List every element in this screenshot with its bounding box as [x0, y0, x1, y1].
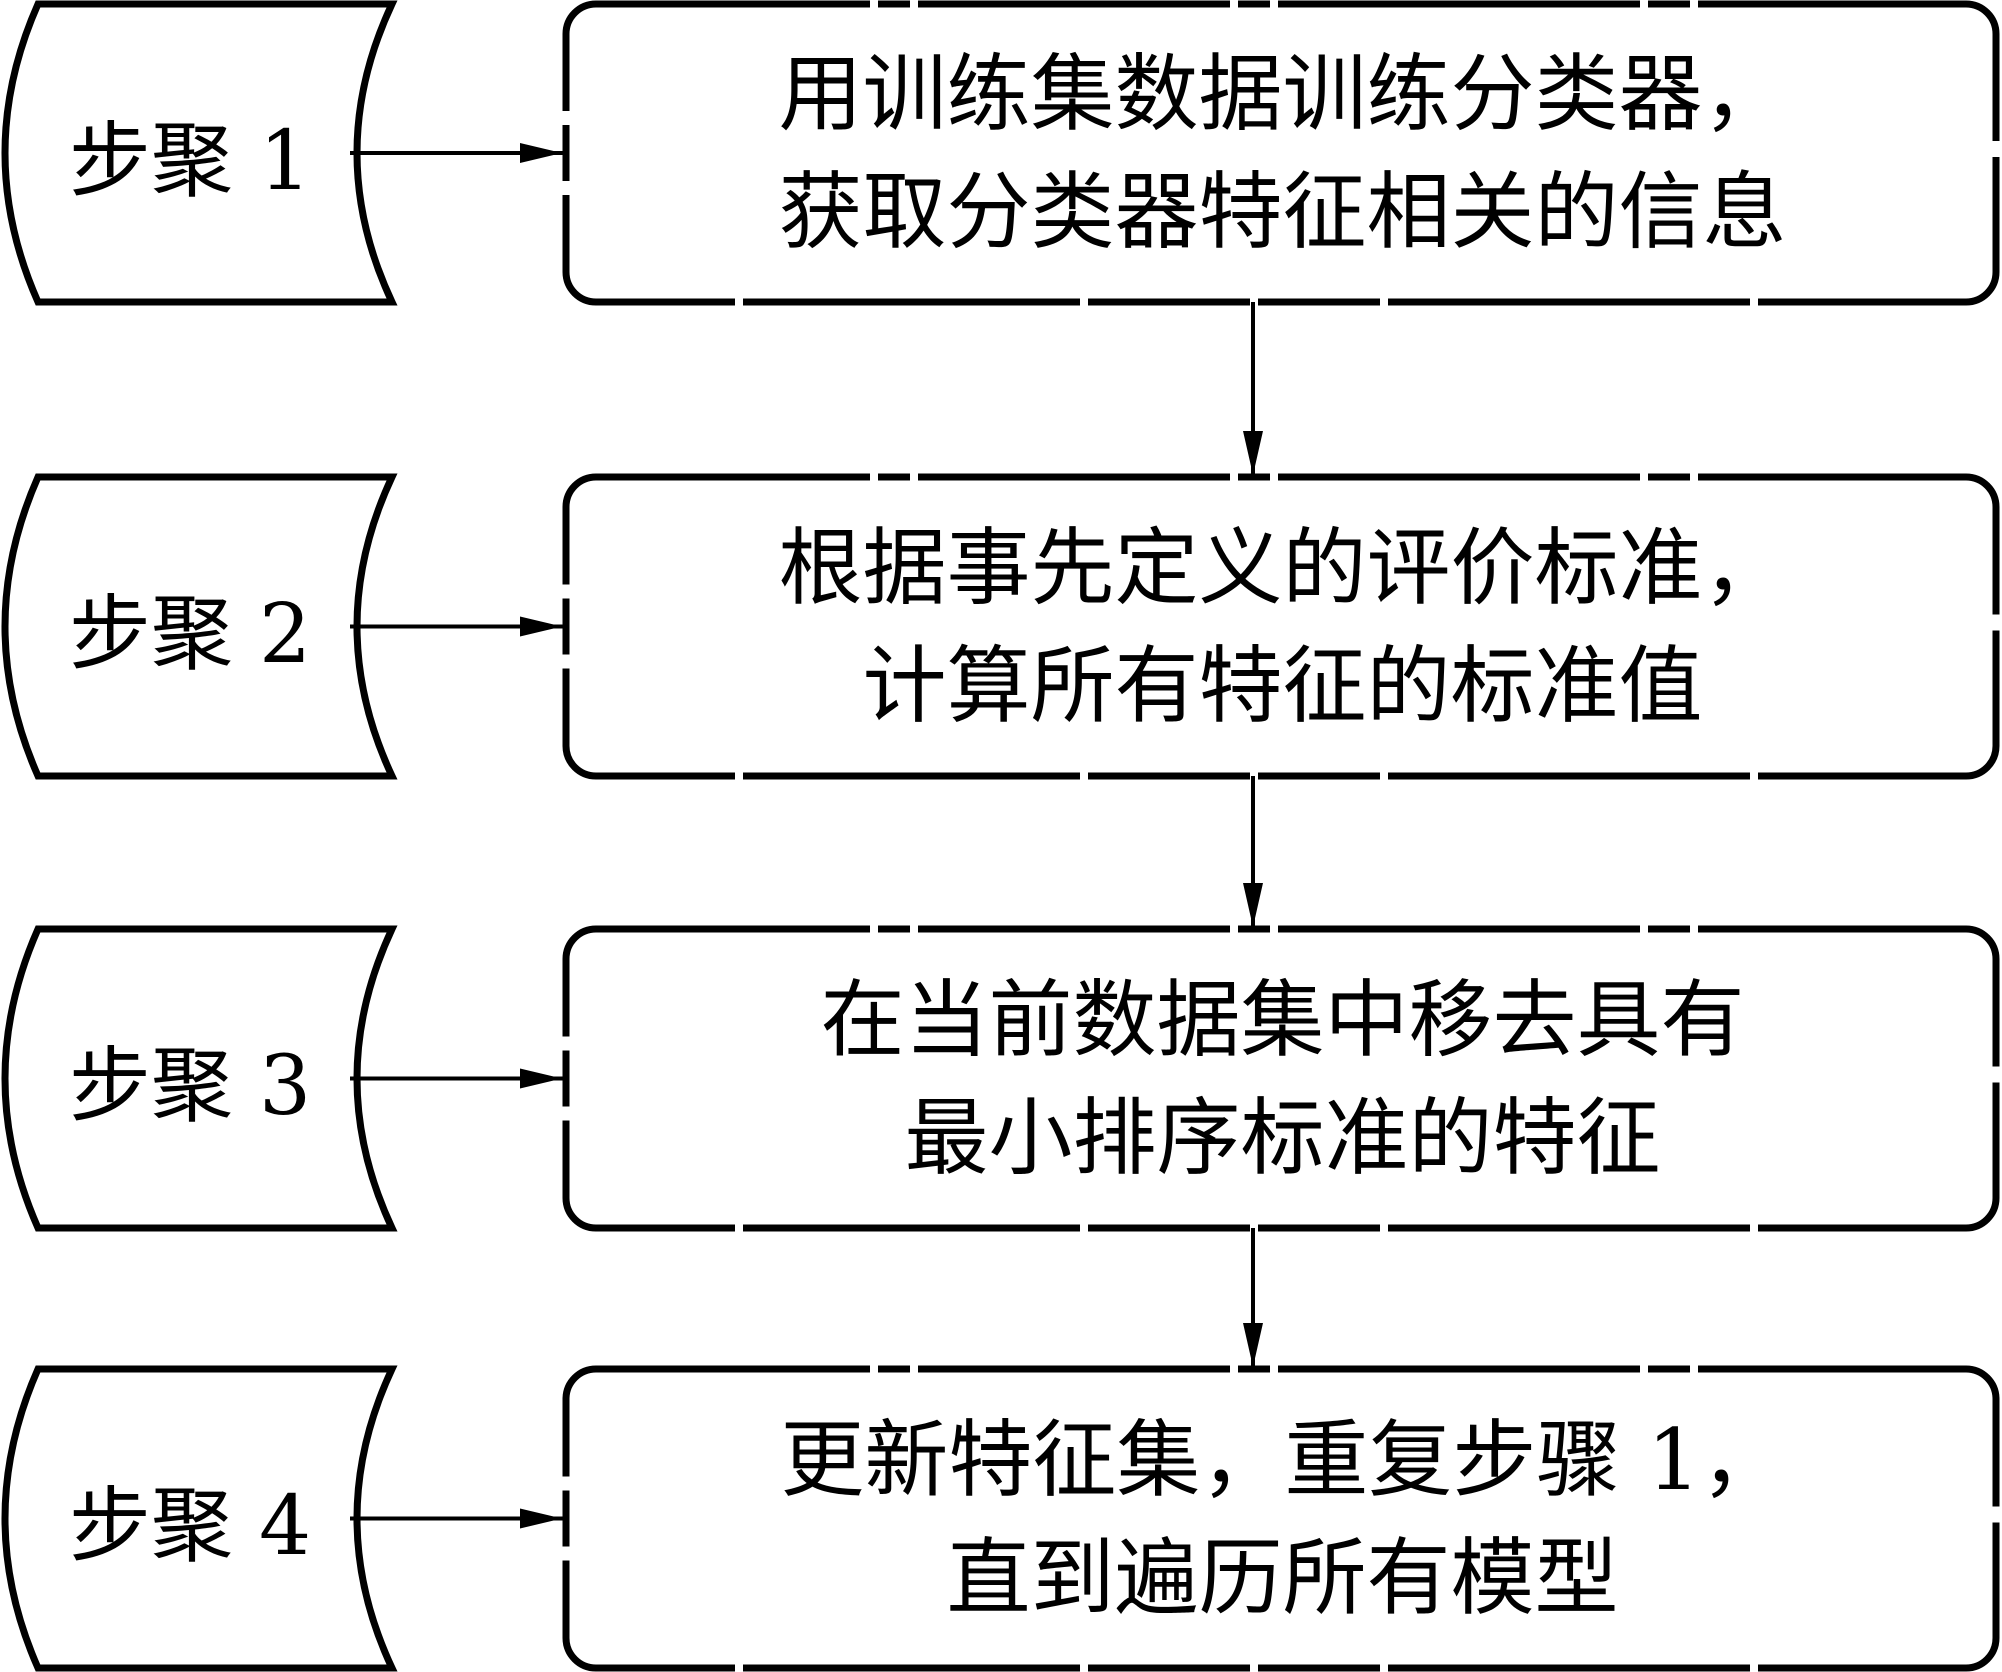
border-gap-2-4	[1640, 472, 1648, 482]
process-1-line-2: 获取分类器特征相关的信息	[778, 163, 1787, 261]
step-2-label: 步聚 2	[68, 587, 312, 682]
border-gap-2-5	[1690, 472, 1698, 482]
process-2-line-1: 根据事先定义的评价标准，	[778, 518, 1787, 617]
process-3-line-2: 最小排序标准的特征	[904, 1088, 1661, 1187]
border-gap-3-6	[735, 1223, 743, 1233]
border-gap-left-b-3	[561, 1106, 571, 1121]
step-4-label: 步聚 4	[68, 1479, 312, 1574]
process-1-text: 用训练集数据训练分类器， 获取分类器特征相关的信息	[570, 4, 1995, 302]
border-gap-4-4	[1640, 1364, 1648, 1374]
border-gap-1-6	[735, 297, 743, 307]
border-gap-4-2	[1230, 1364, 1238, 1374]
arrowhead-down-1	[1243, 431, 1263, 475]
border-gap-2-2	[1230, 472, 1238, 482]
border-gap-2-0	[870, 472, 878, 482]
process-4-line-2: 直到遍历所有模型	[946, 1528, 1619, 1627]
process-3-text: 在当前数据集中移去具有最小排序标准的特征	[570, 929, 1995, 1228]
border-gap-2-10	[1750, 771, 1758, 781]
border-gap-left-a-3	[561, 1036, 571, 1051]
border-gap-3-2	[1230, 924, 1238, 934]
border-gap-4-9	[1380, 1663, 1388, 1672]
border-gap-1-7	[1080, 297, 1088, 307]
border-gap-left-a-2	[561, 584, 571, 599]
border-gap-4-5	[1690, 1364, 1698, 1374]
border-gap-3-1	[910, 924, 918, 934]
border-gap-3-7	[1080, 1223, 1088, 1233]
border-gap-right-1	[1991, 141, 2001, 157]
process-2-text: 根据事先定义的评价标准， 计算所有特征的标准值	[570, 477, 1995, 776]
border-gap-4-0	[870, 1364, 878, 1374]
arrowhead-down-3	[1243, 1323, 1263, 1367]
border-gap-4-7	[1080, 1663, 1088, 1672]
border-gap-2-7	[1080, 771, 1088, 781]
border-gap-4-3	[1270, 1364, 1278, 1374]
border-gap-1-5	[1690, 0, 1698, 9]
border-gap-2-9	[1380, 771, 1388, 781]
border-gap-right-2	[1991, 614, 2001, 631]
border-gap-4-8	[1250, 1663, 1258, 1672]
process-4-text: 更新特征集，重复步骤 1， 直到遍历所有模型	[570, 1369, 1995, 1668]
border-gap-3-0	[870, 924, 878, 934]
border-gap-1-1	[910, 0, 918, 9]
step-3-shape	[1, 925, 398, 1232]
process-3-line-1: 在当前数据集中移去具有	[820, 970, 1745, 1069]
border-gap-2-6	[735, 771, 743, 781]
border-gap-3-9	[1380, 1223, 1388, 1233]
border-gap-left-b-4	[561, 1546, 571, 1561]
step-1-label: 步聚 1	[68, 113, 312, 209]
process-2-line-2: 计算所有特征的标准值	[862, 636, 1703, 735]
border-gap-right-3	[1991, 1066, 2001, 1083]
border-gap-2-3	[1270, 472, 1278, 482]
border-gap-4-10	[1750, 1663, 1758, 1672]
process-4-line-1: 更新特征集，重复步骤 1，	[780, 1410, 1785, 1509]
border-gap-left-b-2	[561, 654, 571, 669]
border-gap-3-5	[1690, 924, 1698, 934]
border-gap-left-a-1	[561, 111, 571, 125]
border-gap-right-4	[1991, 1506, 2001, 1523]
arrowhead-right-4	[520, 1508, 562, 1529]
arrowhead-right-1	[520, 143, 562, 163]
border-gap-1-3	[1270, 0, 1278, 9]
step-3-label: 步聚 3	[68, 1039, 312, 1134]
border-gap-1-0	[870, 0, 878, 9]
arrowhead-down-2	[1243, 883, 1263, 927]
border-gap-1-2	[1230, 0, 1238, 9]
arrowhead-right-3	[520, 1068, 562, 1089]
border-gap-1-9	[1380, 297, 1388, 307]
step-4-shape	[1, 1365, 398, 1672]
arrowhead-right-2	[520, 616, 562, 637]
border-gap-left-b-1	[561, 181, 571, 195]
step-1-shape	[1, 0, 398, 306]
border-gap-2-1	[910, 472, 918, 482]
border-gap-1-4	[1640, 0, 1648, 9]
border-gap-3-10	[1750, 1223, 1758, 1233]
border-gap-3-4	[1640, 924, 1648, 934]
border-gap-3-3	[1270, 924, 1278, 934]
border-gap-1-10	[1750, 297, 1758, 307]
border-gap-left-a-4	[561, 1476, 571, 1491]
border-gap-4-6	[735, 1663, 743, 1672]
border-gap-4-1	[910, 1364, 918, 1374]
step-2-shape	[1, 473, 398, 780]
process-1-line-1: 用训练集数据训练分类器，	[778, 45, 1787, 143]
